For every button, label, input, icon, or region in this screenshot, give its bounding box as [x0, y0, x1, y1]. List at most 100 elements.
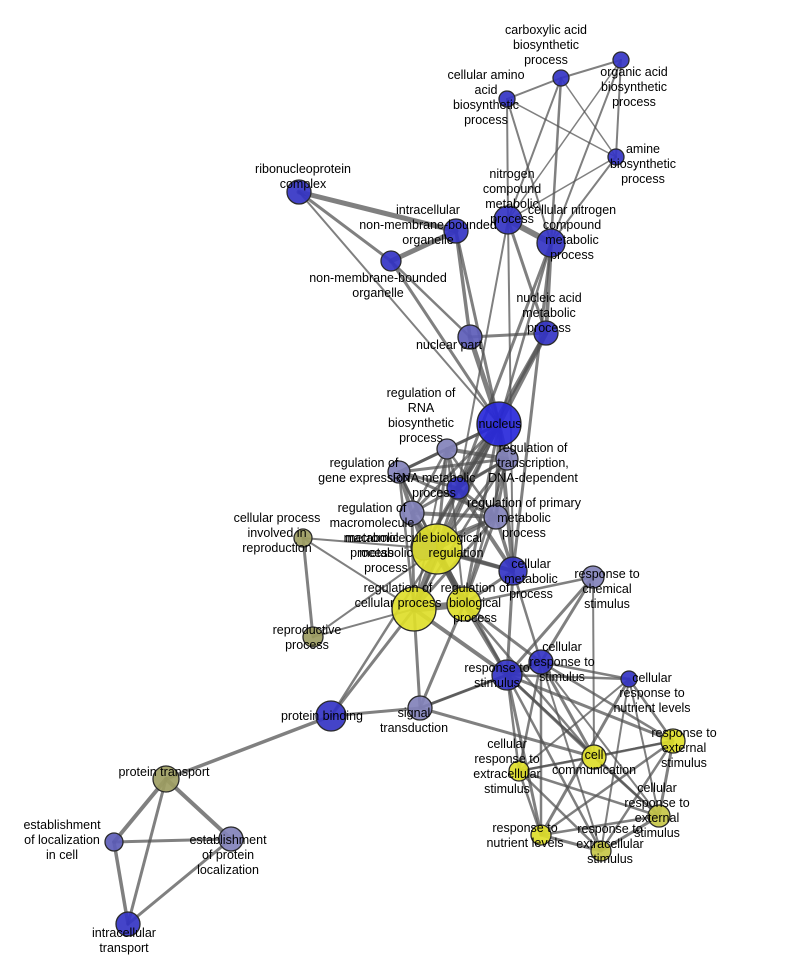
node-non-membrane-bounded-organelle[interactable]	[380, 250, 402, 272]
edge-cellular-response-to-stimulus--response-to-external-stimulus[interactable]	[539, 660, 675, 743]
node-regulation-of-primary-metabolic-process[interactable]	[483, 504, 509, 530]
node-response-to-external-stimulus[interactable]	[660, 728, 686, 754]
edge-regulation-of-rna-biosynthetic-process--regulation-of-primary-metabolic-process[interactable]	[445, 447, 498, 519]
edge-cellular-amino-acid-biosynthetic-process--cellular-nitrogen-compound-metabolic-process[interactable]	[506, 98, 552, 244]
node-cellular-response-to-extracellular-stimulus[interactable]	[508, 760, 530, 782]
node-response-to-chemical-stimulus[interactable]	[581, 565, 605, 589]
edge-regulation-of-biological-process--response-to-chemical-stimulus[interactable]	[462, 575, 595, 606]
edge-non-membrane-bounded-organelle--nuclear-part[interactable]	[389, 259, 472, 339]
edge-regulation-of-gene-expression--regulation-of-primary-metabolic-process[interactable]	[397, 470, 498, 519]
edge-organic-acid-biosynthetic-process--cellular-nitrogen-compound-metabolic-process[interactable]	[550, 59, 622, 244]
node-response-to-stimulus[interactable]	[491, 659, 523, 691]
edge-response-to-chemical-stimulus--cellular-response-to-stimulus[interactable]	[539, 575, 595, 664]
edge-protein-transport--establishment-of-protein-localization[interactable]	[164, 777, 233, 841]
edge-cellular-amino-acid-biosynthetic-process--nitrogen-compound-metabolic-process[interactable]	[506, 98, 509, 221]
edge-cellular-response-to-stimulus--cellular-response-to-nutrient-levels[interactable]	[539, 660, 631, 681]
node-cellular-amino-acid-biosynthetic-process[interactable]	[498, 90, 516, 108]
edge-cellular-amino-acid-biosynthetic-process--amine-biosynthetic-process[interactable]	[506, 98, 617, 158]
edge-cellular-metabolic-process--cellular-response-to-stimulus[interactable]	[511, 569, 543, 664]
edge-carboxylic-acid-biosynthetic-process--cellular-amino-acid-biosynthetic-process[interactable]	[506, 77, 562, 100]
node-cellular-response-to-external-stimulus[interactable]	[647, 804, 671, 828]
edge-nucleic-acid-metabolic-process--nuclear-part[interactable]	[468, 331, 548, 339]
node-ribonucleoprotein-complex[interactable]	[286, 179, 312, 205]
edge-establishment-of-localization-in-cell--establishment-of-protein-localization[interactable]	[112, 837, 233, 844]
edge-carboxylic-acid-biosynthetic-process--organic-acid-biosynthetic-process[interactable]	[560, 59, 622, 79]
node-response-to-nutrient-levels[interactable]	[530, 824, 552, 846]
edge-protein-transport--intracellular-transport[interactable]	[126, 777, 168, 926]
node-rna-metabolic-process[interactable]	[446, 476, 470, 500]
edge-nitrogen-compound-metabolic-process--nucleic-acid-metabolic-process[interactable]	[506, 218, 548, 335]
edge-response-to-external-stimulus--cellular-response-to-external-stimulus[interactable]	[657, 739, 675, 818]
edge-regulation-of-gene-expression--regulation-of-cellular-process[interactable]	[397, 470, 416, 611]
edge-establishment-of-protein-localization--intracellular-transport[interactable]	[126, 837, 233, 926]
edge-ribonucleoprotein-complex--nucleus[interactable]	[298, 191, 500, 425]
node-establishment-of-localization-in-cell[interactable]	[104, 832, 124, 852]
node-reproductive-process[interactable]	[302, 626, 324, 648]
node-cellular-nitrogen-compound-metabolic-process[interactable]	[536, 228, 566, 258]
node-cellular-process-involved-in-reproduction[interactable]	[293, 528, 313, 548]
edge-response-to-chemical-stimulus--response-to-stimulus[interactable]	[505, 575, 595, 677]
edge-intracellular-non-membrane-bounded-organelle--nuclear-part[interactable]	[454, 229, 472, 339]
edge-response-to-external-stimulus--response-to-nutrient-levels[interactable]	[539, 739, 675, 837]
edge-response-to-stimulus--cellular-response-to-nutrient-levels[interactable]	[505, 673, 631, 681]
node-regulation-of-gene-expression[interactable]	[387, 460, 411, 484]
edge-amine-biosynthetic-process--nitrogen-compound-metabolic-process[interactable]	[507, 156, 617, 221]
edge-cellular-response-to-nutrient-levels--cellular-response-to-extracellular-stimulus[interactable]	[518, 678, 630, 772]
node-biological-regulation[interactable]	[411, 523, 463, 575]
edge-organic-acid-biosynthetic-process--amine-biosynthetic-process[interactable]	[615, 59, 622, 158]
node-response-to-extracellular-stimulus[interactable]	[590, 840, 612, 862]
node-nucleic-acid-metabolic-process[interactable]	[533, 320, 559, 346]
edge-regulation-of-biological-process--signal-transduction[interactable]	[418, 602, 466, 710]
node-cell-communication[interactable]	[581, 744, 607, 770]
edge-carboxylic-acid-biosynthetic-process--amine-biosynthetic-process[interactable]	[560, 77, 617, 158]
edge-cellular-response-to-external-stimulus--response-to-nutrient-levels[interactable]	[539, 814, 661, 837]
edge-non-membrane-bounded-organelle--nucleus[interactable]	[389, 259, 501, 426]
node-protein-binding[interactable]	[315, 700, 347, 732]
node-regulation-of-cellular-process[interactable]	[391, 586, 437, 632]
node-carboxylic-acid-biosynthetic-process[interactable]	[552, 69, 570, 87]
node-amine-biosynthetic-process[interactable]	[607, 148, 625, 166]
edge-regulation-of-transcription-dna-dependent--regulation-of-gene-expression[interactable]	[397, 457, 509, 474]
edge-response-to-stimulus--response-to-external-stimulus[interactable]	[505, 673, 675, 743]
edge-nucleus--cellular-metabolic-process[interactable]	[497, 422, 515, 573]
node-intracellular-non-membrane-bounded-organelle[interactable]	[443, 218, 469, 244]
edge-nucleus--regulation-of-biological-process[interactable]	[462, 422, 501, 606]
node-regulation-of-rna-biosynthetic-process[interactable]	[436, 438, 458, 460]
edge-cellular-response-to-extracellular-stimulus--response-to-nutrient-levels[interactable]	[517, 769, 543, 837]
edge-cell-communication--cellular-response-to-external-stimulus[interactable]	[592, 755, 661, 818]
edge-biological-regulation--protein-binding[interactable]	[329, 547, 439, 718]
edge-cell-communication--cellular-response-to-extracellular-stimulus[interactable]	[517, 755, 596, 773]
edge-response-to-chemical-stimulus--cell-communication[interactable]	[592, 576, 595, 758]
edge-cellular-response-to-extracellular-stimulus--cellular-response-to-external-stimulus[interactable]	[517, 769, 661, 818]
node-regulation-of-transcription-dna-dependent[interactable]	[495, 447, 519, 471]
edge-ribonucleoprotein-complex--intracellular-non-membrane-bounded-organelle[interactable]	[296, 189, 459, 234]
node-organic-acid-biosynthetic-process[interactable]	[612, 51, 630, 69]
node-cellular-response-to-nutrient-levels[interactable]	[620, 670, 638, 688]
edge-protein-binding--protein-transport[interactable]	[164, 714, 333, 781]
node-nucleus[interactable]	[476, 401, 522, 447]
node-protein-transport[interactable]	[152, 765, 180, 793]
edge-cellular-response-to-extracellular-stimulus--response-to-extracellular-stimulus[interactable]	[517, 769, 603, 853]
node-regulation-of-macromolecule-metabolic-process[interactable]	[399, 500, 425, 526]
edge-cellular-process-involved-in-reproduction--reproductive-process[interactable]	[301, 536, 315, 639]
edge-organic-acid-biosynthetic-process--nitrogen-compound-metabolic-process[interactable]	[507, 59, 622, 221]
edge-amine-biosynthetic-process--cellular-nitrogen-compound-metabolic-process[interactable]	[550, 156, 617, 244]
edge-ribonucleoprotein-complex--non-membrane-bounded-organelle[interactable]	[297, 190, 393, 263]
edge-cellular-response-to-stimulus--cell-communication[interactable]	[539, 660, 596, 759]
edge-cellular-nitrogen-compound-metabolic-process--rna-metabolic-process[interactable]	[456, 241, 553, 490]
edge-cellular-response-to-nutrient-levels--response-to-extracellular-stimulus[interactable]	[600, 678, 630, 852]
edge-cellular-response-to-nutrient-levels--response-to-external-stimulus[interactable]	[627, 677, 675, 743]
edge-regulation-of-biological-process--cell-communication[interactable]	[462, 602, 596, 759]
node-intracellular-transport[interactable]	[115, 911, 141, 937]
edge-response-to-stimulus--response-to-extracellular-stimulus[interactable]	[505, 673, 603, 853]
node-establishment-of-protein-localization[interactable]	[218, 826, 244, 852]
node-signal-transduction[interactable]	[407, 695, 433, 721]
edge-carboxylic-acid-biosynthetic-process--nitrogen-compound-metabolic-process[interactable]	[507, 77, 562, 221]
edge-cell-communication--signal-transduction[interactable]	[418, 706, 596, 759]
node-nitrogen-compound-metabolic-process[interactable]	[493, 205, 523, 235]
node-nuclear-part[interactable]	[457, 324, 483, 350]
edge-establishment-of-localization-in-cell--intracellular-transport[interactable]	[112, 840, 130, 926]
node-regulation-of-biological-process[interactable]	[446, 586, 482, 622]
node-cellular-response-to-stimulus[interactable]	[528, 649, 554, 675]
edge-regulation-of-primary-metabolic-process--regulation-of-macromolecule-metabolic-process[interactable]	[410, 511, 498, 519]
